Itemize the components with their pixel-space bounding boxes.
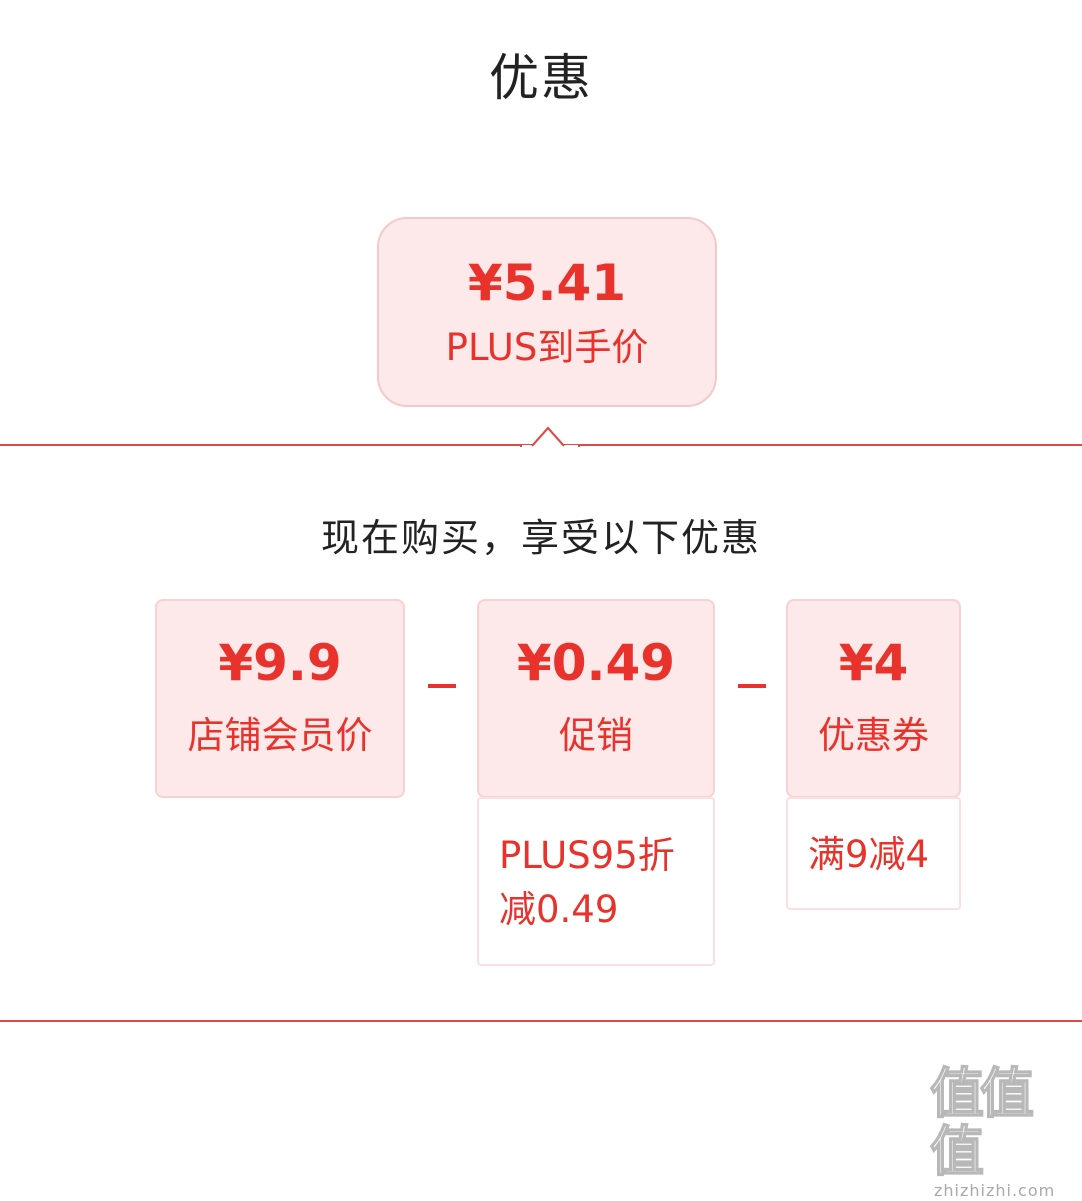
minus-operator-icon: [738, 684, 766, 688]
coupon-detail-line: 满9减4: [808, 833, 930, 876]
final-price: ¥5.41: [467, 254, 627, 312]
card-amount: ¥4: [838, 634, 909, 692]
page-title: 优惠: [489, 49, 593, 107]
bottom-divider: [0, 1020, 1082, 1022]
card-amount: ¥0.49: [516, 634, 676, 692]
card-store-member-price: ¥9.9 店铺会员价: [155, 599, 405, 798]
card-amount: ¥9.9: [218, 634, 342, 692]
coupon-detail: 满9减4: [786, 797, 961, 910]
caret-pointer-icon: [520, 426, 580, 448]
promotion-detail-line: 减0.49: [499, 888, 619, 931]
card-label: 促销: [559, 714, 633, 757]
final-price-box: ¥5.41 PLUS到手价: [377, 217, 717, 407]
final-price-label: PLUS到手价: [445, 326, 649, 369]
promotion-detail-line: PLUS95折: [499, 834, 675, 877]
watermark: 值值值 zhizhizhi.com: [929, 1064, 1078, 1200]
card-coupon: ¥4 优惠券: [786, 599, 961, 798]
card-promotion: ¥0.49 促销: [477, 599, 715, 798]
watermark-logo: 值值值: [929, 1062, 1035, 1183]
card-label: 优惠券: [818, 714, 929, 757]
subtitle: 现在购买，享受以下优惠: [320, 516, 761, 560]
card-label: 店铺会员价: [187, 714, 373, 757]
minus-operator-icon: [428, 684, 456, 688]
promotion-detail: PLUS95折 减0.49: [477, 797, 715, 966]
watermark-url: zhizhizhi.com: [934, 1181, 1056, 1200]
